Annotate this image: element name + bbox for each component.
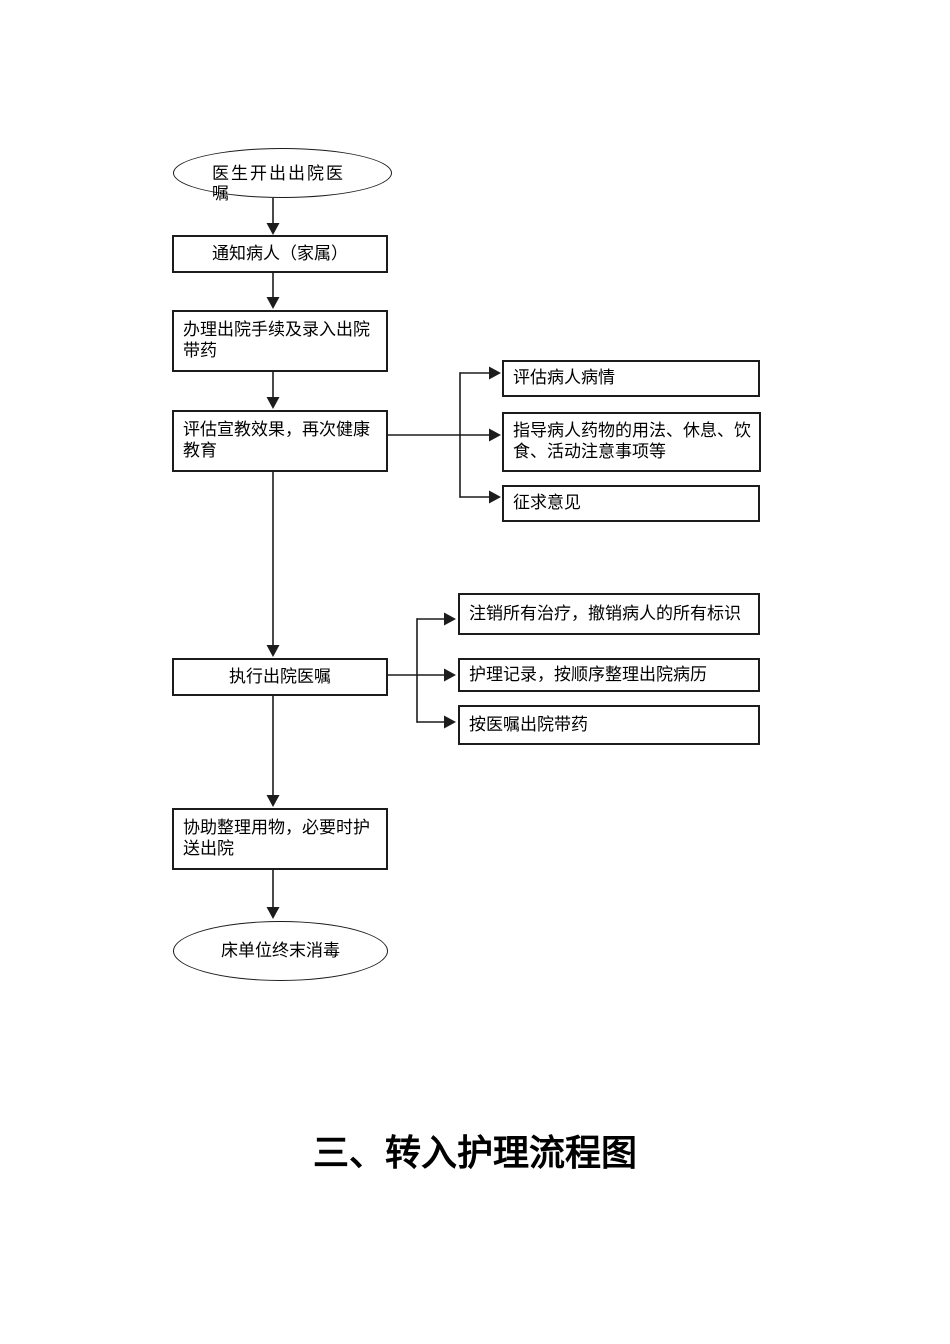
arrow-execute-to-record xyxy=(417,668,456,682)
step-notify-patient: 通知病人（家属） xyxy=(172,235,388,273)
substep-seek-feedback: 征求意见 xyxy=(502,485,760,522)
arrow-evaluate-to-assess xyxy=(460,366,501,380)
step-assist-packing: 协助整理用物，必要时护 送出院 xyxy=(172,808,388,870)
substep-discharge-medication: 按医嘱出院带药 xyxy=(458,705,760,745)
arrow-evaluate-to-feedback xyxy=(460,490,501,504)
substep-medication-guidance: 指导病人药物的用法、休息、饮 食、活动注意事项等 xyxy=(502,412,761,472)
arrow-evaluate-to-guide xyxy=(460,428,501,442)
step-evaluate-education: 评估宣教效果，再次健康 教育 xyxy=(172,410,388,472)
arrow-notify-to-procedure xyxy=(266,273,280,309)
arrow-execute-to-cancel xyxy=(417,612,456,626)
arrow-procedure-to-evaluate xyxy=(266,372,280,409)
start-terminator xyxy=(173,148,392,198)
arrow-execute-to-assist xyxy=(266,696,280,807)
connector-evaluate-branch xyxy=(388,372,461,498)
arrow-execute-to-meds xyxy=(417,715,456,729)
arrow-start-to-notify xyxy=(266,198,280,235)
start-terminator-label: 医生开出出院医 嘱 xyxy=(212,164,345,204)
arrow-assist-to-end xyxy=(266,870,280,919)
step-discharge-procedure: 办理出院手续及录入出院 带药 xyxy=(172,310,388,372)
section-title: 三、转入护理流程图 xyxy=(312,1133,637,1174)
end-terminator: 床单位终末消毒 xyxy=(173,921,388,981)
step-execute-discharge-order: 执行出院医嘱 xyxy=(172,658,388,696)
substep-nursing-records: 护理记录，按顺序整理出院病历 xyxy=(458,658,760,692)
substep-cancel-treatments: 注销所有治疗，撤销病人的所有标识 xyxy=(458,593,760,635)
arrow-evaluate-to-execute xyxy=(266,472,280,657)
connector-execute-branch xyxy=(388,618,418,723)
substep-assess-condition: 评估病人病情 xyxy=(502,360,760,397)
